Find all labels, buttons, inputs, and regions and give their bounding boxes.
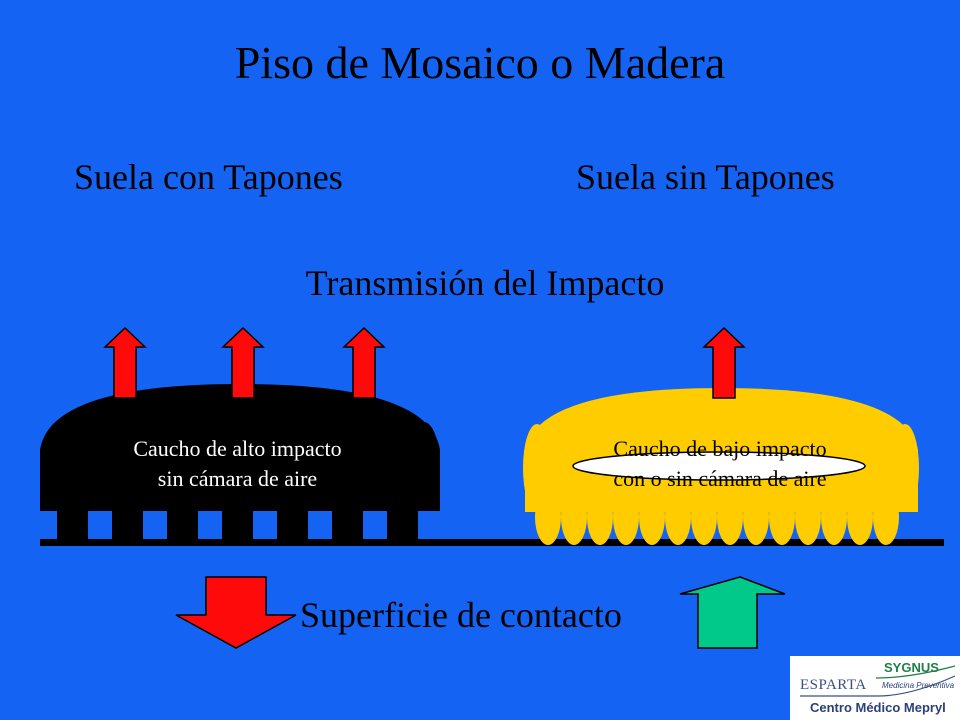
logo-center-name: Centro Médico Mepryl (810, 700, 946, 715)
left-sole-label-line1: Caucho de alto impacto (133, 436, 342, 461)
up-arrow-icon (103, 326, 147, 399)
up-arrow-icon (221, 326, 265, 399)
logo-swoosh (800, 665, 956, 697)
left-heading: Suela con Tapones (74, 157, 343, 197)
logo-partner: SYGNUS (884, 660, 939, 675)
right-heading: Suela sin Tapones (576, 157, 835, 197)
up-arrow-icon (342, 326, 386, 399)
left-sole (40, 384, 440, 542)
right-sole-end (523, 424, 551, 512)
right-sole-label: Caucho de bajo impacto con o sin cámara … (540, 434, 900, 494)
left-sole-body (40, 384, 440, 511)
left-sole-stud (222, 508, 253, 542)
page-title: Piso de Mosaico o Madera (234, 37, 726, 88)
right-sole-end (891, 424, 919, 512)
left-sole-stud (332, 508, 363, 542)
left-sole-label-line2: sin cámara de aire (157, 466, 318, 491)
up-arrow-icon (702, 326, 746, 399)
right-sole (523, 388, 919, 545)
clinic-logo: ESPARTA SYGNUS Medicina Preventiva Centr… (790, 656, 960, 720)
transmission-label: Transmisión del Impacto (305, 263, 665, 303)
left-sole-stud (167, 508, 198, 542)
impact-arrows (103, 326, 746, 399)
down-arrow-icon (175, 576, 297, 649)
left-sole-end (408, 422, 440, 510)
ground-line (40, 539, 944, 546)
left-sole-label: Caucho de alto impacto sin cámara de air… (70, 434, 405, 494)
air-chamber (572, 451, 866, 481)
logo-brand: ESPARTA (800, 677, 867, 693)
left-sole-stud (277, 508, 308, 542)
contact-surface-label: Superficie de contacto (300, 595, 622, 635)
right-sole-label-line2: con o sin cámara de aire (613, 466, 827, 491)
left-sole-stud (112, 508, 143, 542)
right-sole-label-line1: Caucho de bajo impacto (613, 436, 827, 461)
left-sole-stud (387, 508, 418, 542)
right-sole-body (525, 388, 918, 512)
up-arrow-green-icon (679, 576, 786, 649)
left-sole-stud (57, 508, 88, 542)
left-sole-end (42, 422, 74, 510)
logo-subtitle: Medicina Preventiva (882, 681, 955, 690)
